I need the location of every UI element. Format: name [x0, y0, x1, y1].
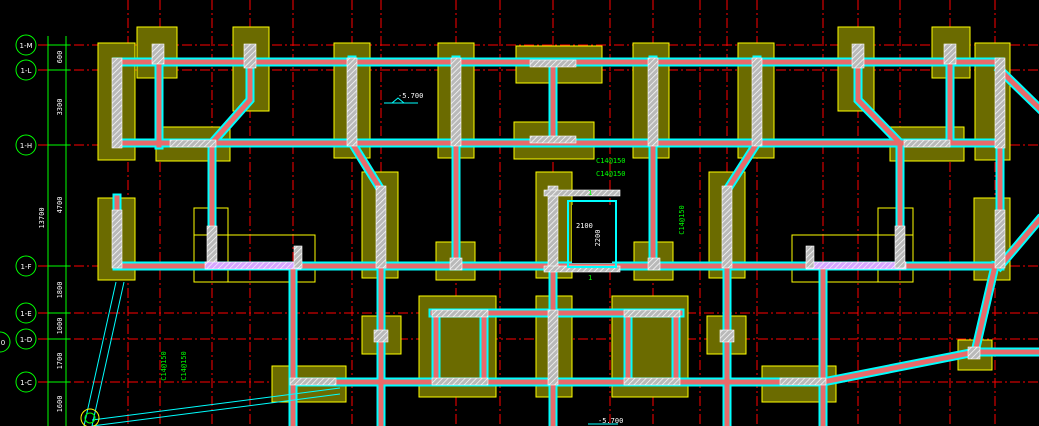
- shear-wall: [431, 309, 489, 318]
- shear-wall: [751, 57, 763, 147]
- dim-bottom: 1600: [56, 396, 64, 413]
- section-mark-bottom: 1: [588, 274, 592, 282]
- shear-wall: [293, 245, 303, 269]
- beam-annotation-e: C14@150: [180, 351, 188, 381]
- raft-outline: [193, 234, 316, 283]
- grid-label-e: 1-E: [20, 310, 31, 318]
- column: [967, 346, 981, 360]
- shear-wall: [994, 57, 1006, 149]
- shear-wall: [547, 185, 559, 269]
- dim-upper: 3300: [56, 99, 64, 116]
- dim-d-c: 1700: [56, 353, 64, 370]
- opening-height: 2200: [594, 230, 602, 247]
- shear-wall: [623, 377, 681, 386]
- shear-wall: [346, 57, 358, 147]
- shear-wall: [721, 185, 733, 269]
- opening-width: 2100: [576, 222, 593, 230]
- shear-wall: [169, 139, 217, 148]
- shear-wall: [943, 43, 957, 65]
- grid-bubbles: [0, 34, 37, 393]
- column: [449, 257, 463, 271]
- grid-label-m: 1-M: [19, 42, 32, 50]
- grid-label-c: 1-C: [20, 379, 32, 387]
- level-mark-top: [384, 97, 418, 104]
- dim-middle: 4700: [56, 197, 64, 214]
- beam-annotation-c: C14@150: [678, 205, 686, 235]
- opening-outline: [567, 200, 617, 268]
- grid-label-partial: 0: [1, 339, 5, 347]
- shear-wall: [289, 377, 337, 386]
- shear-wall: [779, 377, 827, 386]
- column: [647, 257, 661, 271]
- leader-lines: [83, 281, 341, 426]
- shear-wall: [994, 209, 1006, 269]
- shear-wall: [894, 225, 906, 269]
- opening-void: [572, 205, 612, 263]
- level-text-bottom: -5.700: [598, 417, 623, 425]
- shear-wall: [243, 43, 257, 69]
- shear-wall: [851, 43, 865, 69]
- dim-top: 600: [56, 51, 64, 64]
- dimension-chain: [47, 36, 70, 426]
- shear-wall: [431, 377, 489, 386]
- shear-wall: [623, 309, 681, 318]
- shear-wall: [903, 139, 951, 148]
- beam-annotation-d: C14@150: [160, 351, 168, 381]
- shear-wall: [547, 309, 559, 386]
- shear-wall: [647, 57, 659, 147]
- dim-f-e: 1800: [56, 282, 64, 299]
- shear-wall: [375, 185, 387, 269]
- shear-wall: [450, 57, 462, 147]
- shear-wall: [204, 261, 302, 270]
- shear-wall: [529, 59, 577, 68]
- shear-walls: [111, 43, 1006, 386]
- column: [719, 329, 735, 343]
- grid-label-l: 1-L: [21, 67, 32, 75]
- shear-wall: [111, 57, 123, 149]
- pile-symbol-inner: [84, 412, 96, 424]
- shear-wall: [805, 245, 815, 269]
- grid-label-f: 1-F: [20, 263, 31, 271]
- grid-label-d: 1-D: [20, 336, 32, 344]
- beam-annotation-a: C14@150: [596, 157, 626, 165]
- shear-wall: [529, 135, 577, 144]
- grid-label-h: 1-H: [20, 142, 32, 150]
- column: [373, 329, 389, 343]
- pile-symbol: [80, 408, 100, 426]
- shear-wall: [543, 189, 621, 197]
- dim-e-d: 1000: [56, 318, 64, 335]
- level-text-top: -5.700: [398, 92, 423, 100]
- shear-wall: [111, 209, 123, 269]
- shear-wall: [805, 261, 907, 270]
- section-mark-top: 1: [588, 189, 592, 197]
- beam-annotation-b: C14@150: [596, 170, 626, 178]
- dim-total: 13700: [38, 207, 46, 228]
- shear-wall: [151, 43, 165, 65]
